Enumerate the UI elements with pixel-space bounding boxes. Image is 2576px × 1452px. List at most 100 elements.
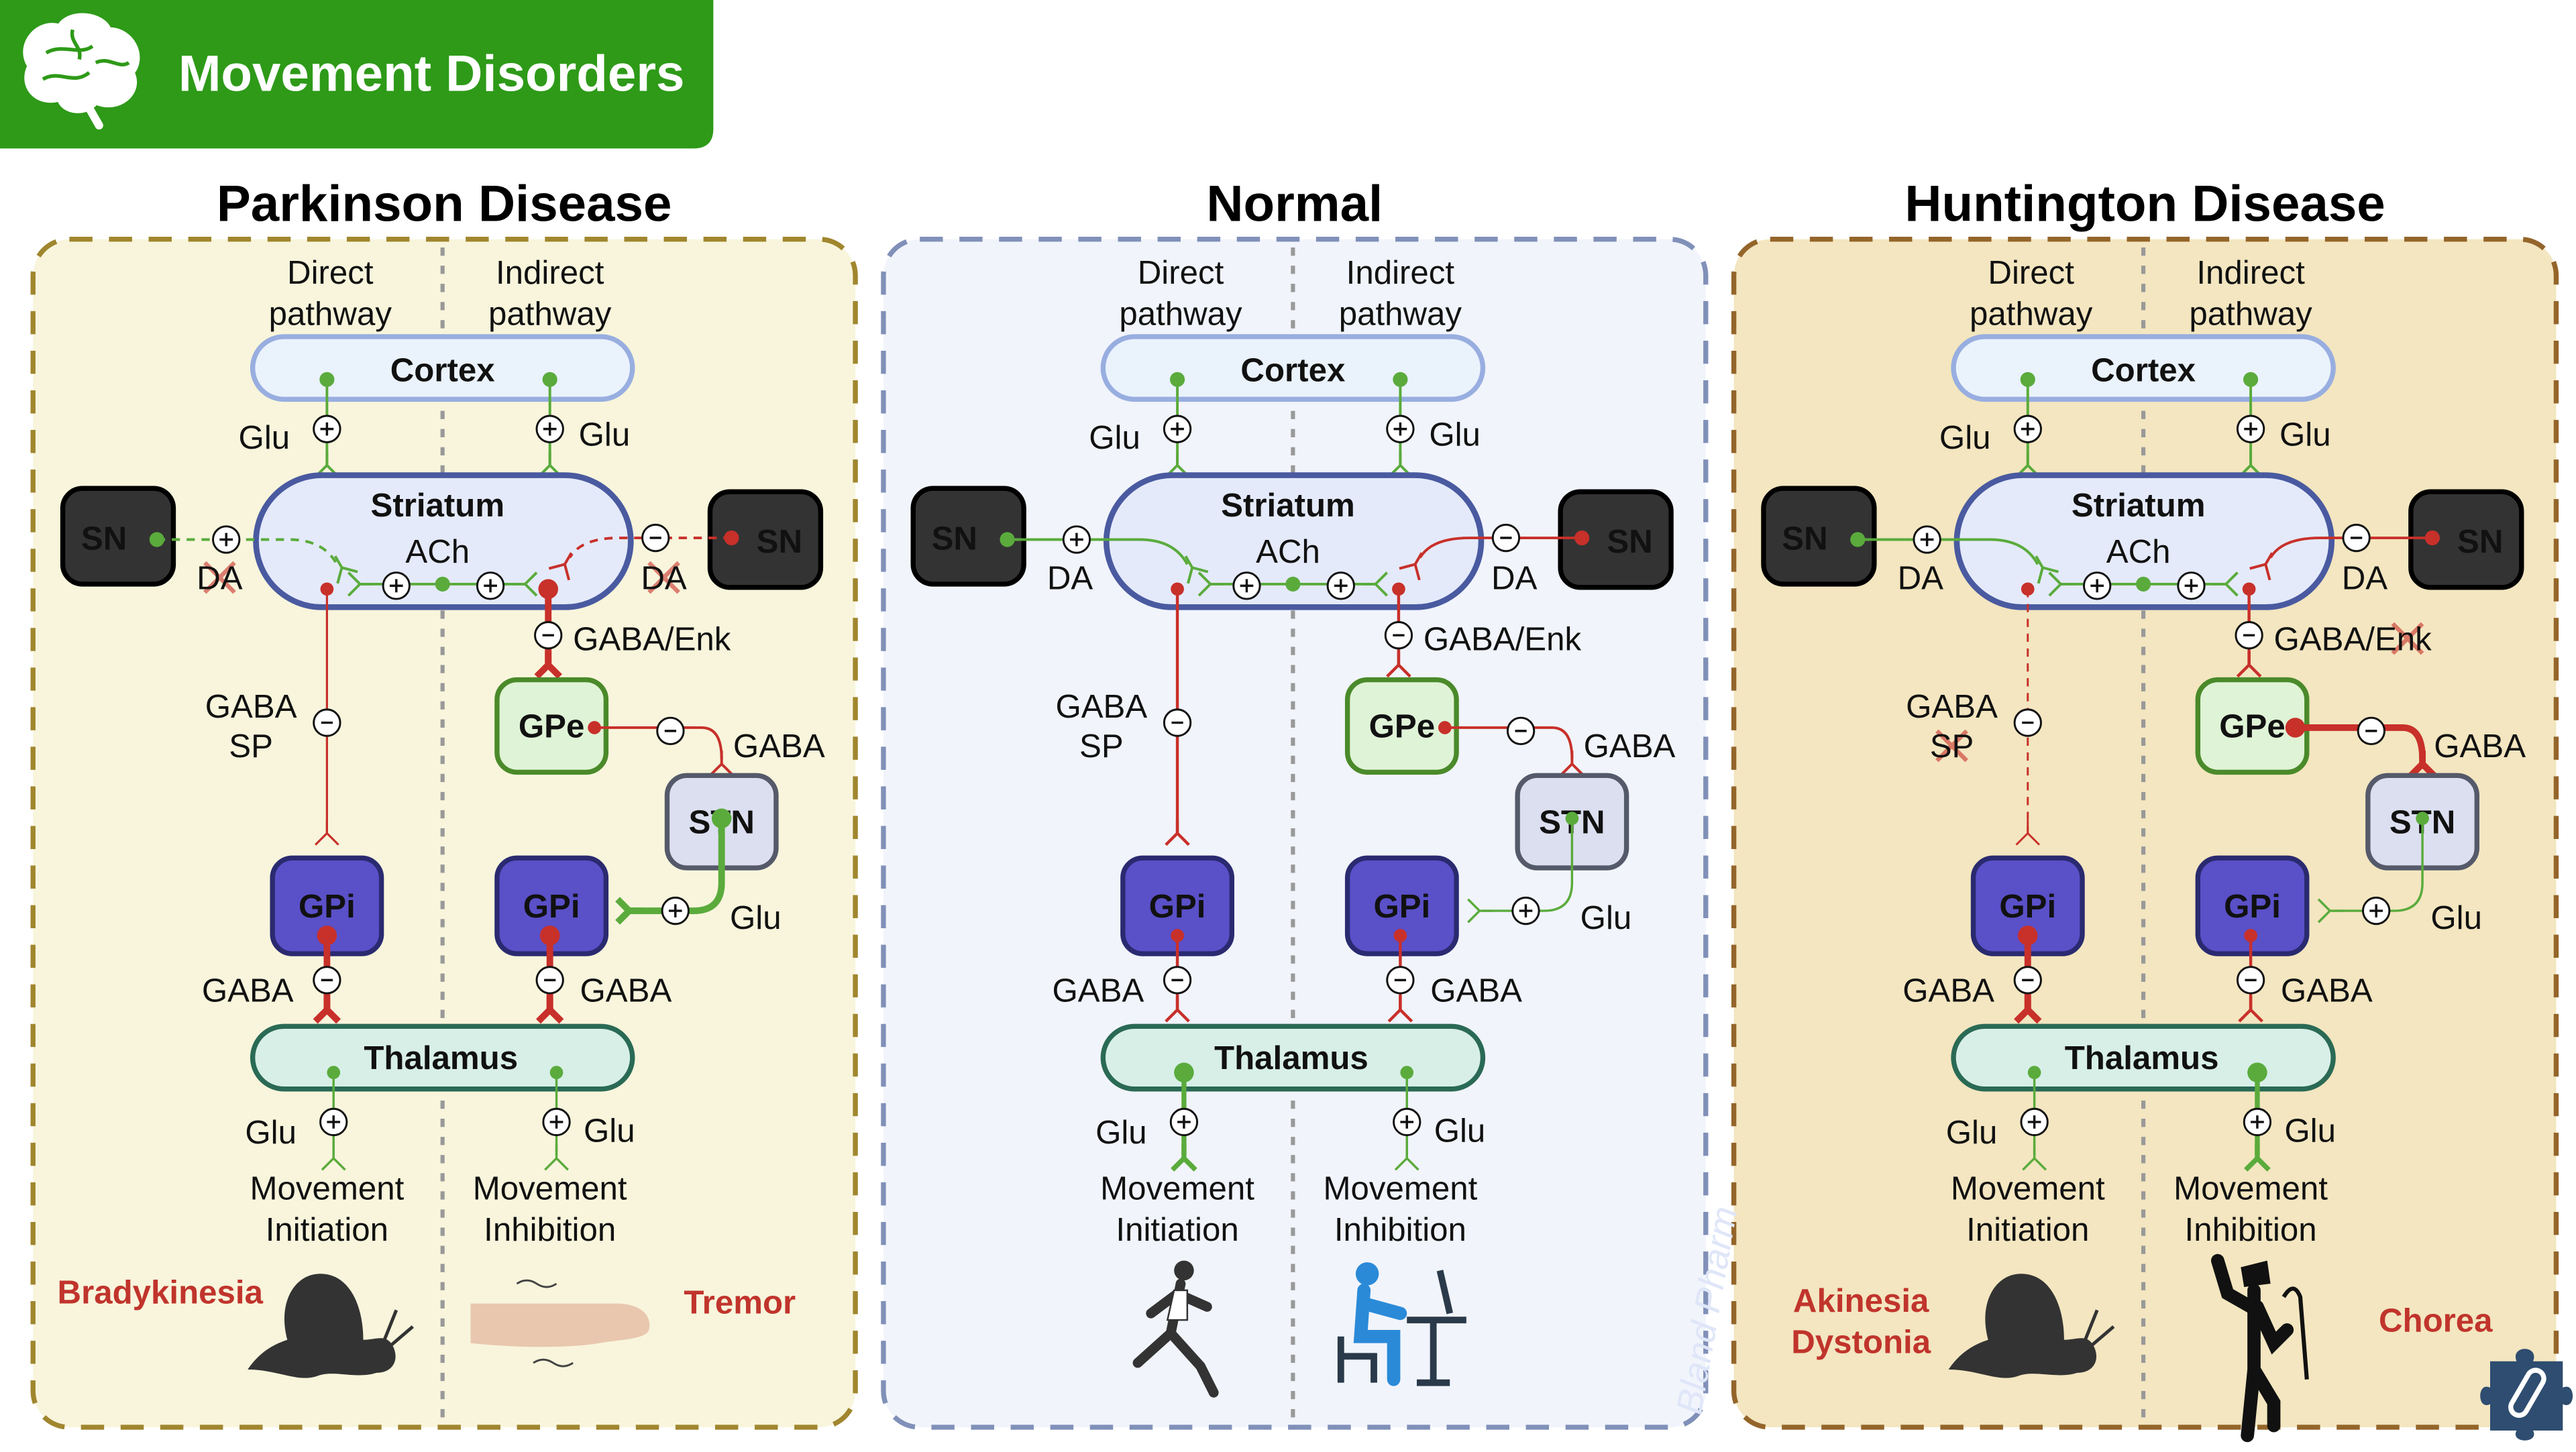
receptor-fork-icon [1165,820,1190,846]
connection-line [631,818,725,914]
connection-line [1481,818,1574,912]
movement-initiation-label: Initiation [266,1211,388,1248]
excitatory-sign-icon [2082,571,2112,600]
gaba-label: GABA [1584,728,1676,765]
inhibitory-sign-icon [313,966,341,995]
glu-label: Glu [730,899,782,936]
top-hat [2241,1260,2271,1287]
fork-shape [2249,552,2273,581]
excitatory-sign-icon [319,1107,348,1137]
sign-glyph [2027,1115,2041,1129]
excitatory-sign-icon [2361,896,2391,926]
receptor-fork-icon [2035,555,2059,584]
fork-shape [321,1145,346,1171]
movement-initiation-label: Initiation [1966,1211,2089,1248]
fork-shape [315,820,339,846]
glu-label: Glu [2430,899,2482,936]
sign-glyph [1519,904,1533,917]
blocked-cross-icon [203,561,236,594]
inhibitory-sign-icon [2013,708,2042,737]
gaba-label: GABA [202,972,294,1009]
sign-glyph [327,1115,341,1129]
sn-node-left [910,486,1026,587]
sign-glyph [2369,904,2383,917]
receptor-fork-icon [534,651,562,679]
snail-shape [248,1274,396,1378]
receptor-fork-icon [321,1145,346,1171]
cortex-label: Cortex [1240,351,1345,388]
indirect-pathway-label: Indirect [496,254,604,291]
gaba-label: GABA [1430,972,1522,1009]
inhibitory-sign-icon [1163,966,1192,995]
inhibitory-sign-icon [1386,966,1415,995]
sn-label: SN [1782,520,1827,557]
direct-pathway-label: Direct [287,254,374,291]
connection-line [156,538,338,565]
cortex-node [1100,334,1486,402]
movement-inhibition-label: Inhibition [2185,1211,2317,1248]
glu-label: Glu [2279,416,2331,453]
header-banner: Movement Disorders [0,0,714,149]
striatum-label: Striatum [370,487,504,524]
excitatory-sign-icon [535,414,564,443]
indirect-pathway-label: pathway [488,296,612,333]
gaba-sp-label: GABA [1055,688,1147,725]
snail-icon [1948,1274,2115,1378]
direct-pathway-label: pathway [269,296,392,333]
receptor-fork-icon [313,996,341,1024]
movement-initiation-label: Movement [1100,1170,1254,1207]
synapse-dot [1285,576,1301,592]
inhibitory-sign-icon [534,621,563,650]
gaba-label: GABA [1902,972,1994,1009]
snail-icon [248,1274,414,1378]
receptor-fork-icon [315,820,339,846]
sign-glyph [1171,422,1184,436]
gaba-sp-label: SP [229,728,273,765]
striatum-label: Striatum [1221,487,1355,524]
gpi-label: GPi [2224,888,2281,925]
fork-shape [548,552,573,581]
tremor-lines [516,1279,574,1367]
fork-shape [2317,898,2343,924]
receptor-fork-icon [1467,898,1493,924]
sn-label: SN [1607,523,1652,560]
indirect-pathway-label: Indirect [1346,254,1455,291]
person-head [1355,1262,1379,1286]
movement-initiation-label: Movement [1951,1170,2105,1207]
snail-shape [1948,1274,2097,1378]
connection-line [1419,537,1582,559]
direct-pathway-label: Direct [1138,254,1224,291]
da-label: DA [1491,559,1538,596]
sn-node-right [1558,489,1674,590]
fork-shape [2244,1145,2271,1172]
connection-line [2331,818,2424,912]
indirect-pathway-label: pathway [2189,296,2312,333]
inhibitory-sign-icon [313,708,341,737]
glu-label: Glu [584,1112,635,1149]
fork-shape [1399,552,1424,581]
movement-inhibition-label: Inhibition [484,1211,616,1248]
glu-label: Glu [245,1114,297,1151]
desk-and-computer [1337,1270,1466,1386]
sign-glyph [1334,579,1348,593]
sign-glyph [1920,533,1934,547]
gpi-label: GPi [1149,888,1206,925]
sign-glyph [1240,579,1254,593]
excitatory-sign-icon [542,1107,571,1137]
gaba-label: GABA [2434,728,2526,765]
sign-glyph [2090,579,2104,593]
inhibitory-sign-icon [535,966,564,995]
connection-line [568,537,732,559]
connection-line [2269,537,2432,559]
gaba-label: GABA [733,728,825,765]
sign-glyph [2244,422,2257,436]
sign-glyph [668,904,682,917]
cane [2282,1286,2309,1380]
receptor-fork-icon [2014,996,2042,1024]
excitatory-sign-icon [1232,571,1261,600]
glu-label: Glu [1939,419,1991,456]
movement-inhibition-label: Inhibition [1334,1211,1466,1248]
gpi-label: GPi [523,888,580,925]
glu-label: Glu [239,419,290,456]
receptor-fork-icon [2015,820,2041,846]
